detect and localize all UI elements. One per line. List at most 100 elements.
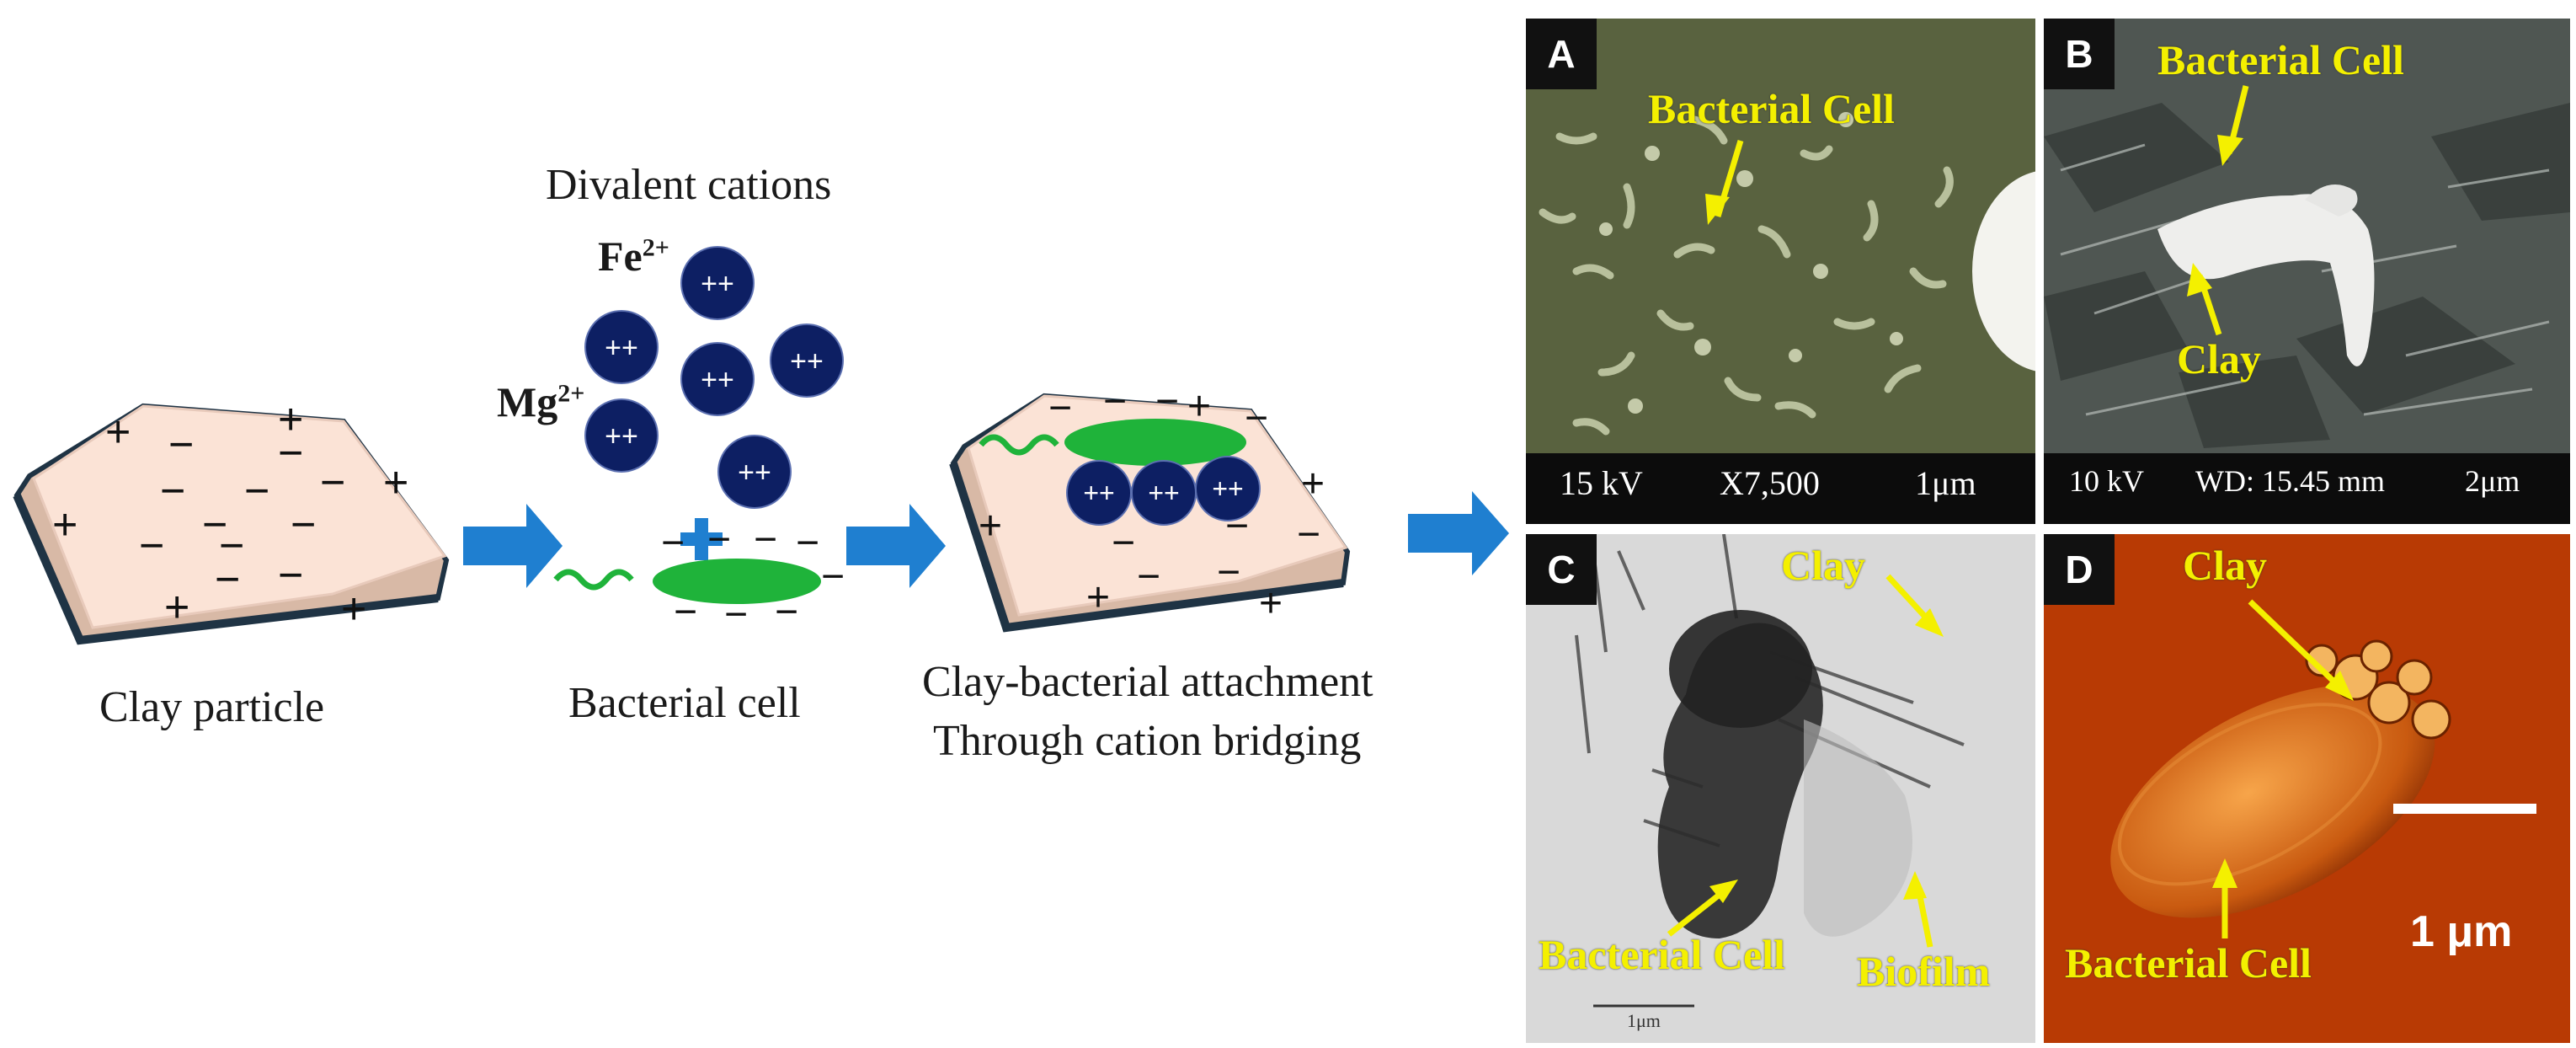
panel-b-scale-label: 2μm: [2465, 464, 2520, 498]
bridging-cation-symbols: ++ ++ ++: [1083, 473, 1243, 508]
attachment-label-line1: Clay-bacterial attachment: [922, 658, 1373, 706]
schematic-diagram: +++ +++ −−− −−− −−− −− ++++++ ++++++ −−−…: [13, 246, 1509, 645]
svg-text:−: −: [1217, 550, 1240, 595]
bacterial-cell: [553, 559, 821, 604]
fe-label: Fe2+: [598, 232, 669, 281]
svg-text:−: −: [821, 554, 845, 599]
svg-text:−: −: [724, 592, 748, 637]
arrow-1: [463, 504, 563, 588]
svg-text:++: ++: [701, 268, 734, 300]
svg-text:+: +: [383, 458, 408, 507]
panel-c-scale-label: 1μm: [1627, 1010, 1661, 1031]
svg-text:−: −: [775, 590, 798, 634]
fe-element: Fe: [598, 233, 643, 280]
svg-text:++: ++: [1083, 478, 1114, 508]
panel-b-info-bar: 10 kV WD: 15.45 mm 2μm: [2044, 453, 2570, 524]
svg-text:−: −: [1103, 379, 1127, 424]
panel-a-info-bar: 15 kV X7,500 1μm: [1526, 453, 2035, 524]
panel-tag-c: C: [1526, 534, 1597, 605]
svg-text:+: +: [341, 585, 366, 634]
svg-text:+: +: [1086, 575, 1110, 620]
cations-title: Divalent cations: [546, 161, 832, 209]
bridging-cations: [1066, 456, 1261, 526]
panel-a-kv: 15 kV: [1560, 464, 1643, 502]
tem-image-c: [1526, 534, 2035, 1043]
svg-text:−: −: [278, 551, 303, 600]
mg-charge: 2+: [557, 379, 585, 408]
arrow-3: [1408, 491, 1509, 575]
cation-cluster: [584, 246, 844, 509]
panel-d-clay-label: Clay: [2183, 542, 2267, 589]
micrograph-panel-a: A Bacterial Cell 15 kV X7,500 1μm: [1526, 19, 2035, 524]
svg-text:−: −: [1297, 512, 1320, 557]
panel-b-bacterial-cell-label: Bacterial Cell: [2157, 36, 2404, 83]
clay-charges-1: +++ +++ −−− −−− −−− −−: [52, 395, 408, 634]
svg-text:−: −: [215, 555, 240, 604]
panel-c-arrows: [1667, 574, 1944, 948]
mg-element: Mg: [497, 378, 558, 425]
panel-c-bacterial-cell-label: Bacterial Cell: [1539, 931, 1785, 978]
svg-text:−: −: [278, 429, 303, 478]
panel-c-biofilm-label: Biofilm: [1857, 948, 1991, 995]
svg-text:+: +: [1187, 384, 1211, 429]
mg-label: Mg2+: [497, 377, 584, 426]
svg-text:−: −: [139, 521, 164, 570]
svg-text:−: −: [219, 521, 244, 570]
svg-text:−: −: [244, 467, 269, 516]
panel-b-clay-label: Clay: [2177, 335, 2261, 382]
cation-symbols: ++++++ ++++++: [605, 268, 824, 489]
panel-a-bacterial-cell-label: Bacterial Cell: [1648, 85, 1895, 132]
clay-particle-label: Clay particle: [99, 683, 325, 731]
micrograph-panel-d: D Clay Bacterial Cell 1 μm: [2044, 534, 2570, 1043]
panel-b-working-distance: WD: 15.45 mm: [2195, 464, 2385, 498]
panel-b-kv: 10 kV: [2069, 464, 2144, 498]
svg-text:−: −: [1137, 554, 1160, 599]
fe-charge: 2+: [642, 233, 669, 262]
svg-text:−: −: [202, 500, 227, 549]
svg-text:+: +: [164, 583, 189, 632]
sem-image-a: [1526, 19, 2035, 524]
svg-text:−: −: [168, 420, 194, 469]
svg-text:−: −: [1155, 379, 1179, 424]
panel-a-arrow: [1705, 139, 1744, 225]
svg-text:++: ++: [701, 364, 734, 396]
micrograph-panel-c: C Clay Bacterial Cell Biofilm 1μm: [1526, 534, 2035, 1043]
panel-d-scale-label: 1 μm: [2410, 907, 2513, 956]
svg-text:−: −: [1245, 396, 1268, 441]
panel-tag-a: A: [1526, 19, 1597, 89]
panel-a-magnification: X7,500: [1720, 464, 1820, 502]
panel-a-scale-label: 1μm: [1915, 464, 1976, 502]
attachment-label-line2: Through cation bridging: [933, 717, 1362, 765]
svg-text:−: −: [674, 590, 697, 634]
svg-text:−: −: [796, 521, 819, 565]
svg-text:+: +: [1259, 581, 1283, 626]
svg-text:++: ++: [605, 420, 638, 452]
attached-bacterial-cell: [979, 419, 1246, 466]
clay-charges-2: −−− +− +++ +−− −−−: [979, 379, 1325, 626]
svg-text:−: −: [1112, 521, 1135, 565]
svg-text:−: −: [754, 517, 777, 562]
svg-text:++: ++: [1148, 478, 1179, 508]
panel-c-clay-label: Clay: [1781, 542, 1865, 589]
bacterial-cell-label: Bacterial cell: [568, 679, 801, 727]
svg-text:+: +: [105, 408, 131, 457]
svg-text:−: −: [291, 500, 316, 549]
clay-particle-1: [13, 403, 450, 645]
svg-text:−: −: [707, 517, 731, 562]
svg-text:−: −: [320, 458, 345, 507]
bacteria-charges: −−−− − −−−: [661, 517, 845, 637]
svg-text:−: −: [160, 467, 185, 516]
svg-text:++: ++: [1212, 473, 1243, 504]
plus-icon: [680, 518, 723, 560]
svg-text:+: +: [1301, 462, 1325, 506]
svg-text:−: −: [1048, 386, 1072, 430]
panel-tag-d: D: [2044, 534, 2115, 605]
arrow-2: [846, 504, 946, 588]
panel-tag-b: B: [2044, 19, 2115, 89]
svg-text:+: +: [979, 504, 1002, 548]
svg-text:++: ++: [790, 345, 824, 377]
panel-b-arrows: [2187, 85, 2249, 336]
svg-text:++: ++: [738, 457, 771, 489]
afm-image-d: [2044, 534, 2570, 1043]
micrograph-panel-b: B Bacterial Cell Clay 10 kV WD: 15.45 mm…: [2044, 19, 2570, 524]
